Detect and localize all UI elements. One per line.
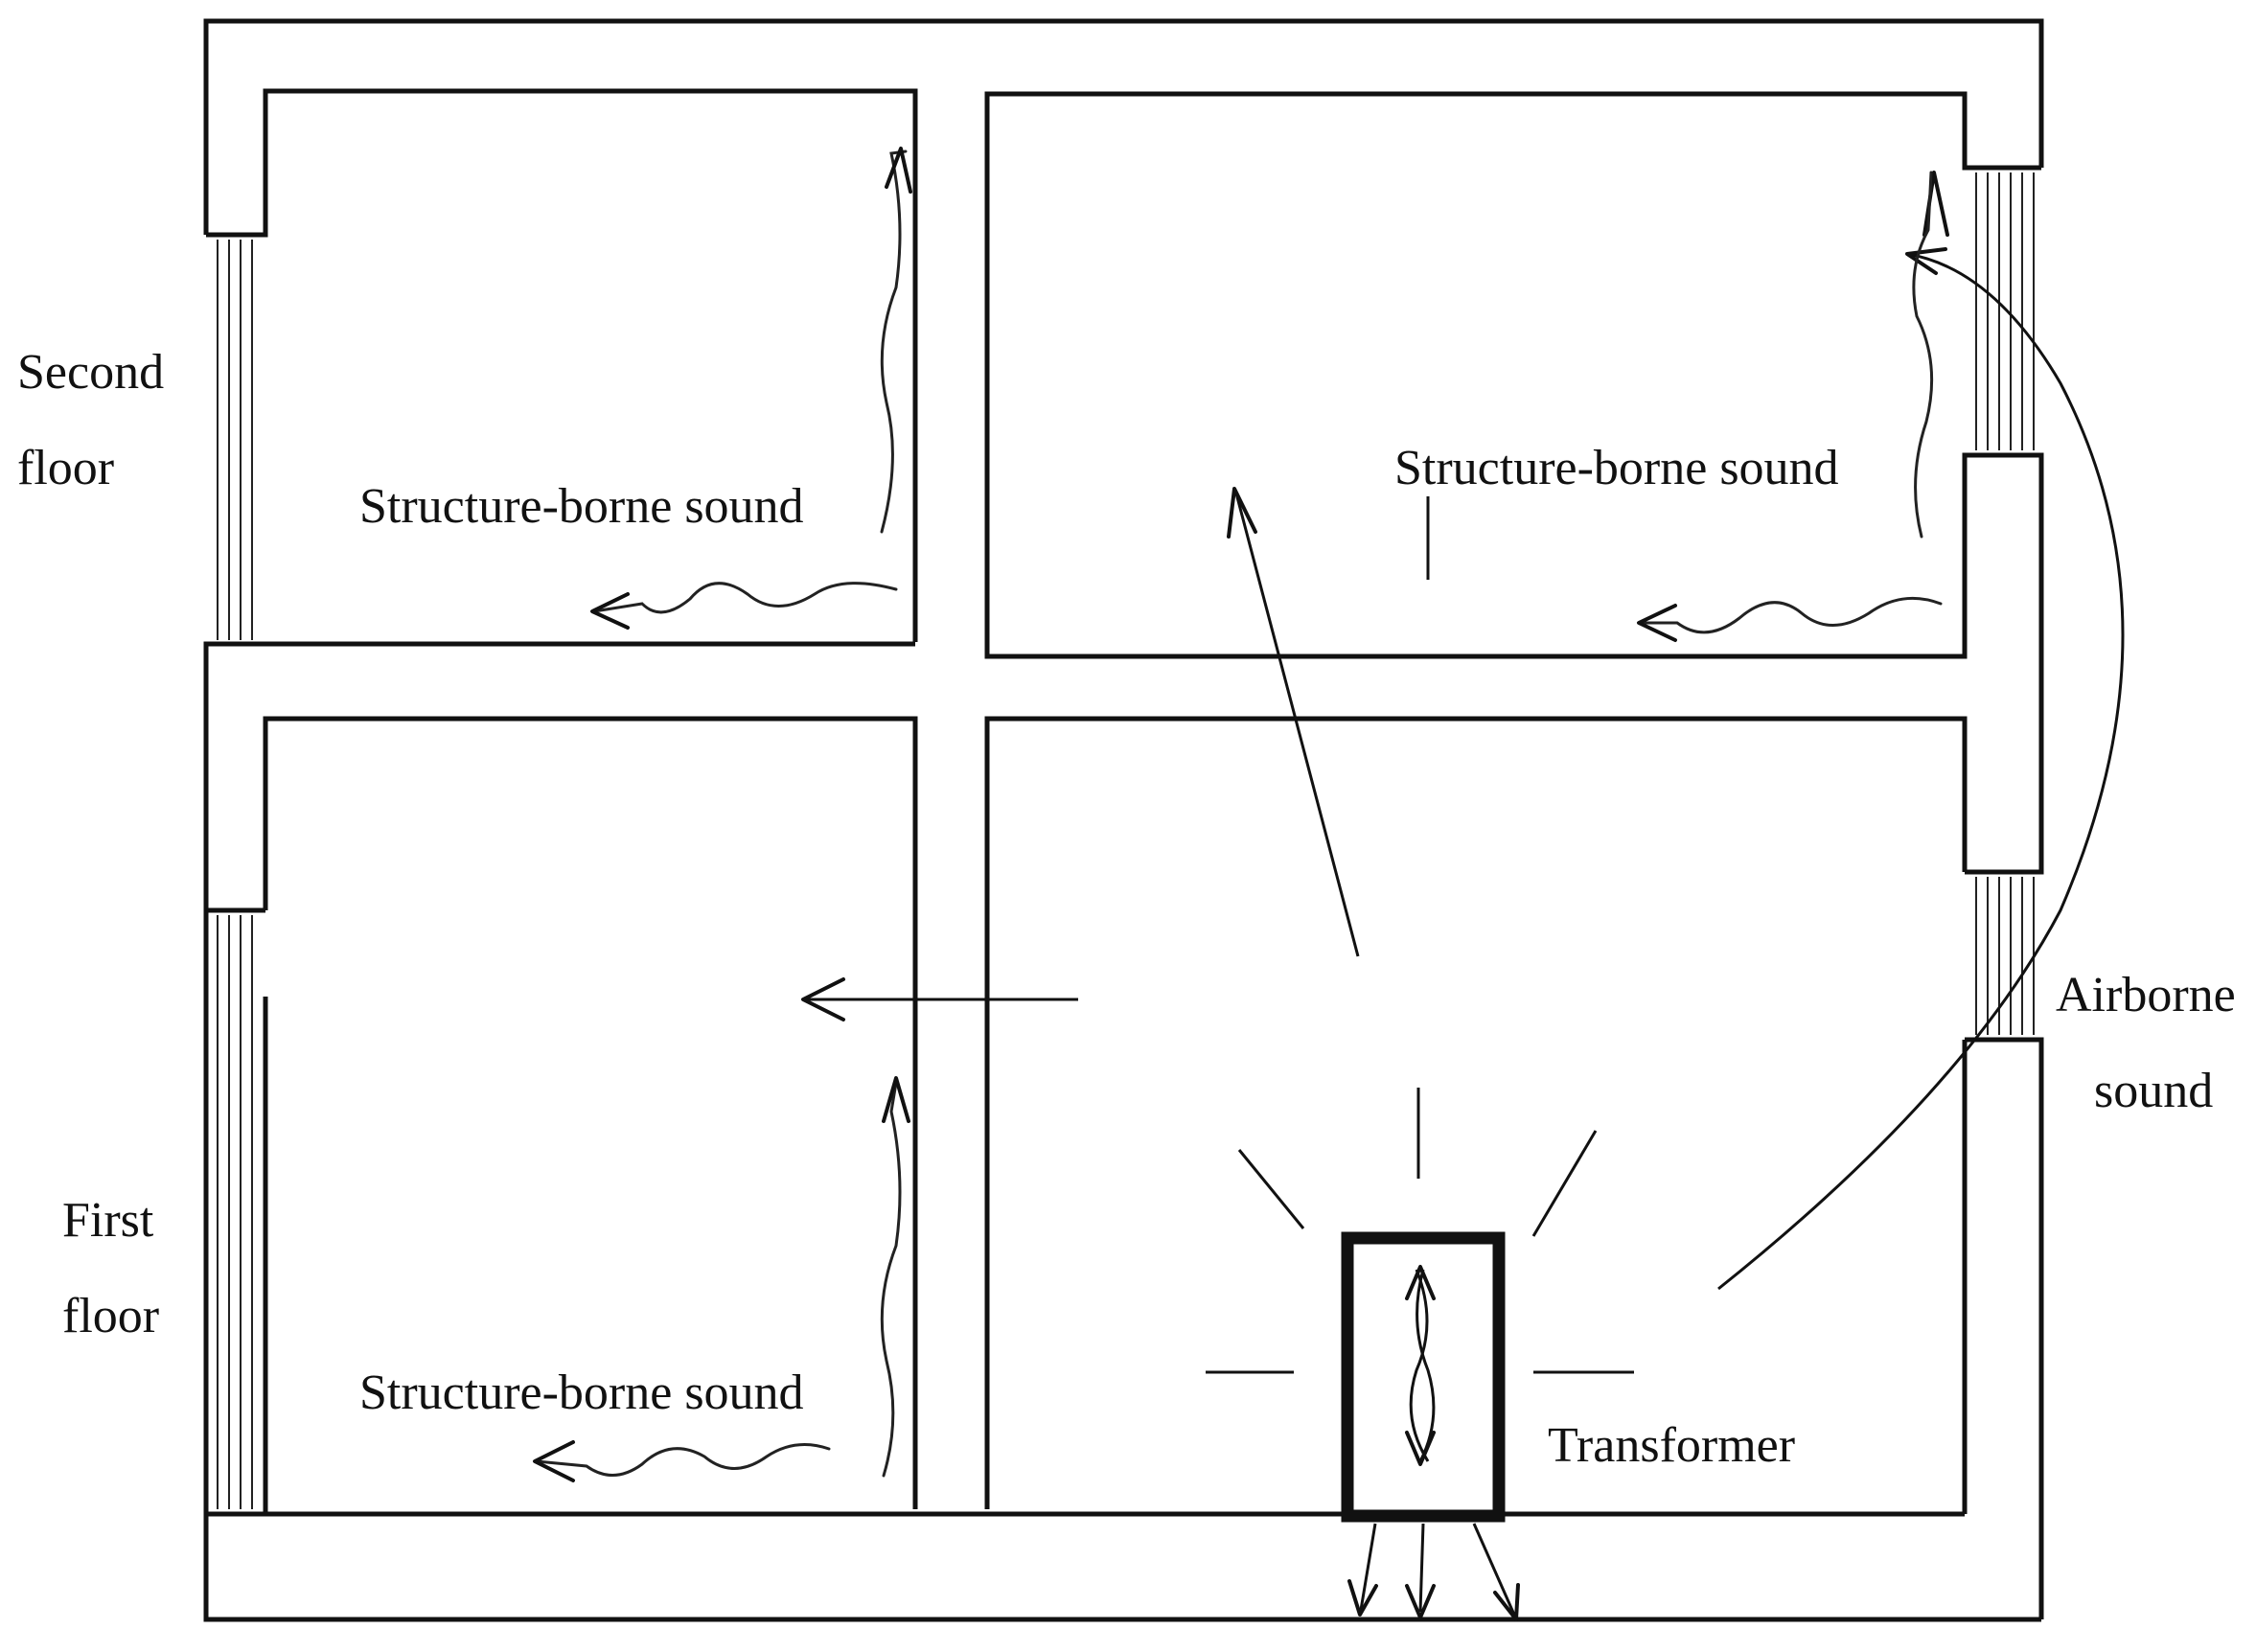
label-airborne-line2: sound	[2094, 1064, 2213, 1118]
wave-lower-left-horizontal	[535, 1443, 831, 1477]
wave-upper-left-horizontal	[592, 582, 898, 614]
wave-upper-left-vertical	[880, 149, 908, 534]
wave-upper-right-vertical	[1912, 171, 1934, 539]
roof-slab	[203, 18, 2044, 235]
room-lower-right	[984, 716, 1968, 1509]
window-right-upper	[1975, 172, 2035, 450]
label-transformer: Transformer	[1548, 1418, 1795, 1473]
structure-borne-waves	[533, 147, 1943, 1482]
window-right-lower	[1975, 877, 2035, 1035]
label-second-floor-line2: floor	[17, 441, 114, 495]
wave-upper-right-horizontal	[1639, 596, 1943, 634]
transformer-box	[1341, 1231, 1506, 1523]
ground-arrow	[1359, 1523, 1377, 1611]
vibration-arrow-down	[1405, 1431, 1436, 1466]
window-left-upper	[217, 240, 253, 640]
right-wall-lower	[1965, 1037, 2044, 1619]
arrow-to-upper-room	[1234, 493, 1360, 957]
label-airborne-line1: Airborne	[2056, 968, 2236, 1022]
label-second-floor-line1: Second	[17, 345, 164, 400]
room-upper-right	[984, 91, 2041, 642]
floor-slab	[203, 641, 918, 1509]
label-structure-borne-upper-left: Structure-borne sound	[359, 479, 804, 534]
vibration-wave	[1416, 1269, 1436, 1462]
vibration-arrow-up	[1405, 1265, 1436, 1300]
wave-lower-left-vertical	[880, 1081, 902, 1478]
airborne-path	[1717, 171, 2125, 1291]
label-first-floor-line1: First	[62, 1193, 154, 1248]
ground-slab	[203, 997, 2041, 1622]
airborne-curve	[1717, 252, 2125, 1291]
window-left-lower	[217, 915, 253, 1509]
direct-arrows	[801, 487, 1430, 1021]
label-structure-borne-upper-right: Structure-borne sound	[1394, 441, 1839, 495]
building-outline	[203, 18, 2044, 1622]
slab-right	[984, 452, 2044, 875]
transformer	[1206, 1088, 1634, 1621]
label-first-floor-line2: floor	[62, 1289, 159, 1343]
label-structure-borne-lower-left: Structure-borne sound	[359, 1365, 804, 1420]
left-wall-upper	[206, 88, 918, 642]
